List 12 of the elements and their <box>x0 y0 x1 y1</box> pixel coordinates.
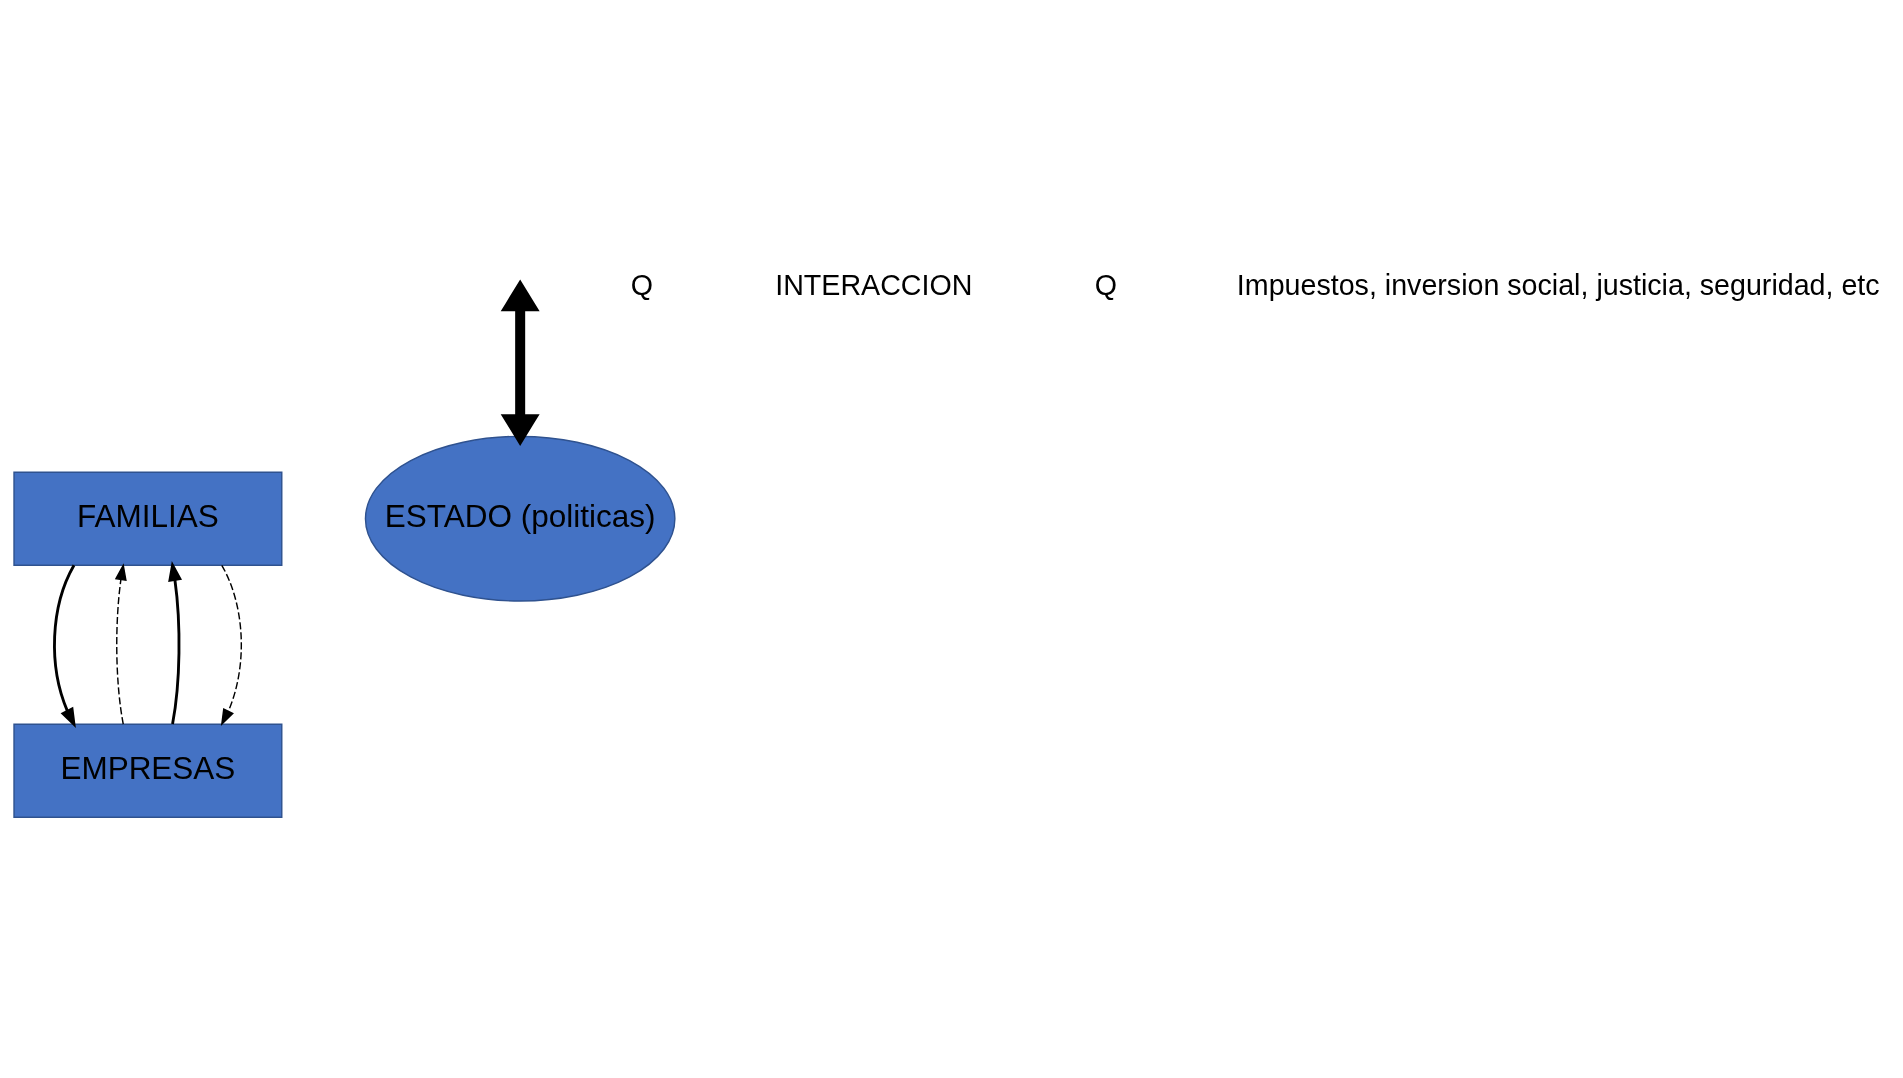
arrow <box>168 560 183 724</box>
label: Q <box>630 268 653 301</box>
label: INTERACCION <box>775 268 973 301</box>
arrow <box>220 564 242 726</box>
arrow <box>114 562 127 725</box>
arrow <box>500 279 540 446</box>
node-box: FAMILIAS <box>13 471 283 566</box>
arrow <box>53 564 76 728</box>
label: Impuestos, inversion social, justicia, seguridad, etc <box>1236 268 1880 301</box>
label: Q <box>1094 268 1117 301</box>
node-box: EMPRESAS <box>13 723 283 818</box>
node-ellipse: ESTADO (politicas) <box>364 435 676 602</box>
